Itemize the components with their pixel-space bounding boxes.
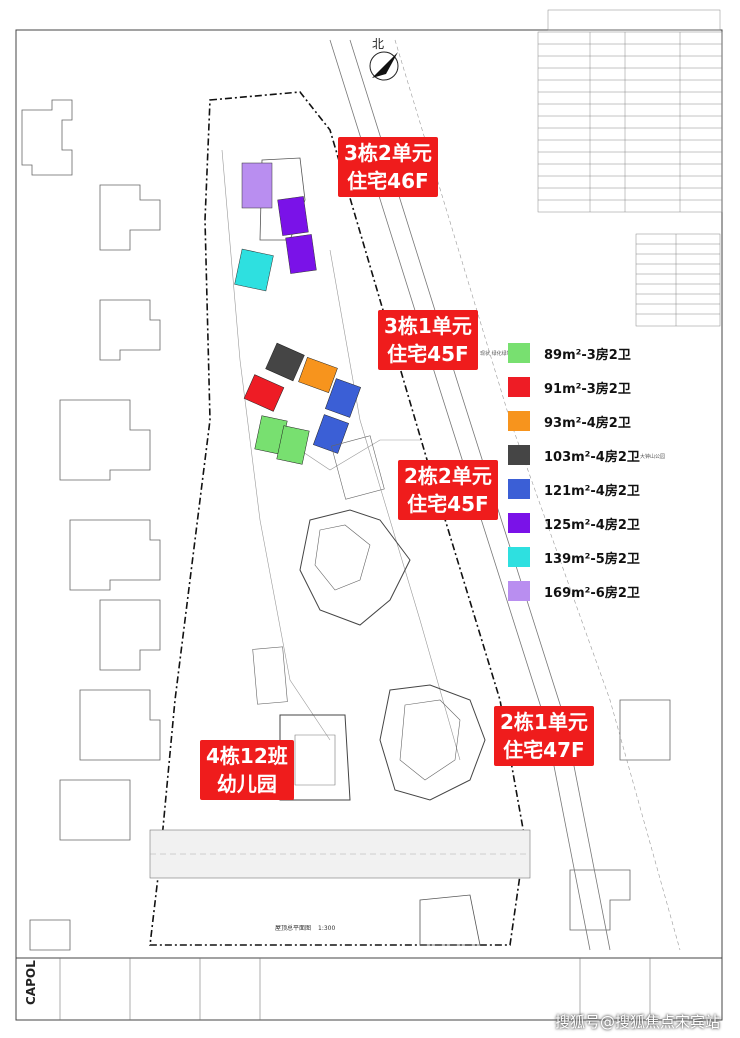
unit-103-block [265, 342, 305, 382]
swatch-169 [508, 581, 530, 601]
legend-item: 93m²-4房2卫 [508, 404, 728, 438]
park-label: 大钟山公园 [640, 453, 665, 460]
unit-125-block [285, 234, 317, 274]
legend-label: 91m²-3房2卫 [544, 381, 631, 397]
plan-scale: 1:300 [318, 925, 335, 932]
legend-item: 139m²-5房2卫 [508, 540, 728, 574]
swatch-125 [508, 513, 530, 533]
neighbour-buildings [21, 99, 671, 951]
callout-line1: 4栋12班 [206, 744, 288, 768]
legend-label: 139m²-5房2卫 [544, 551, 640, 567]
unit-89-block [276, 425, 310, 465]
swatch-93 [508, 411, 530, 431]
swatch-103 [508, 445, 530, 465]
callout-building-2-unit-2: 2栋2单元 住宅45F [398, 460, 498, 520]
site-boundary [149, 91, 526, 946]
legend-item: 103m²-4房2卫 [508, 438, 728, 472]
road-centerline [394, 39, 681, 951]
legend-label: 121m²-4房2卫 [544, 483, 640, 499]
callout-building-3-unit-1: 3栋1单元 住宅45F [378, 310, 478, 370]
legend-label: 89m²-3房2卫 [544, 347, 631, 363]
callout-line1: 3栋1单元 [384, 314, 472, 338]
swatch-91 [508, 377, 530, 397]
swatch-89 [508, 343, 530, 363]
callout-line2: 住宅47F [503, 738, 585, 762]
road-label: 现状 绿化绿地 [480, 350, 512, 357]
legend-item: 125m²-4房2卫 [508, 506, 728, 540]
callout-line1: 3栋2单元 [344, 141, 432, 165]
callout-building-2-unit-1: 2栋1单元 住宅47F [494, 706, 594, 766]
spec-table [537, 9, 723, 213]
plan-title: 屋顶总平面图 [275, 924, 311, 932]
legend-item: 121m²-4房2卫 [508, 472, 728, 506]
callout-line1: 2栋2单元 [404, 464, 492, 488]
symbol-legend-table [635, 233, 721, 327]
unit-91-block [243, 374, 285, 412]
unit-type-legend: 89m²-3房2卫 91m²-3房2卫 93m²-4房2卫 103m²-4房2卫… [508, 336, 728, 608]
road-edge [329, 39, 591, 951]
unit-93-block [298, 356, 338, 394]
unit-139-block [234, 248, 274, 292]
unit-169-block [241, 162, 273, 209]
legend-label: 93m²-4房2卫 [544, 415, 631, 431]
unit-125-block [277, 196, 309, 236]
callout-line2: 住宅45F [407, 492, 489, 516]
unit-121-block [312, 414, 350, 454]
legend-label: 125m²-4房2卫 [544, 517, 640, 533]
legend-item: 89m²-3房2卫 [508, 336, 728, 370]
legend-label: 103m²-4房2卫 [544, 449, 640, 465]
legend-label: 169m²-6房2卫 [544, 585, 640, 601]
swatch-139 [508, 547, 530, 567]
legend-item: 169m²-6房2卫 [508, 574, 728, 608]
north-arrow: 北 [369, 37, 399, 81]
callout-line2: 住宅46F [347, 169, 429, 193]
callout-building-3-unit-2: 3栋2单元 住宅46F [338, 137, 438, 197]
callout-building-4-kindergarten: 4栋12班 幼儿园 [200, 740, 294, 800]
callout-line2: 幼儿园 [216, 772, 277, 796]
north-label: 北 [372, 37, 384, 51]
callout-line1: 2栋1单元 [500, 710, 588, 734]
watermark: 搜狐号@搜狐焦点宋宾站 [554, 1013, 720, 1031]
callout-line2: 住宅45F [387, 342, 469, 366]
legend-item: 91m²-3房2卫 [508, 370, 728, 404]
title-block [15, 957, 723, 1021]
company-logo: CAPOL [24, 960, 38, 1005]
swatch-121 [508, 479, 530, 499]
unit-121-block [324, 378, 362, 418]
